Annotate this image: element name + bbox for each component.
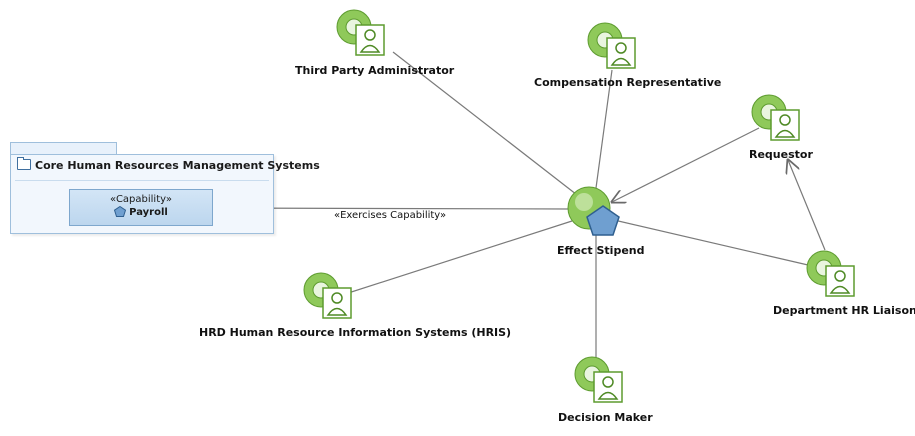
capability-stereotype: «Capability»	[110, 194, 172, 205]
connector-hris[interactable]	[341, 220, 573, 296]
process-capability-icon[interactable]	[567, 186, 623, 240]
connector-dept-hr-liaison[interactable]	[613, 219, 809, 266]
capability-name-row: Payroll	[70, 206, 212, 218]
capability-pentagon-icon	[114, 206, 127, 217]
role-hrd-hris[interactable]: HRD Human Resource Information Systems (…	[199, 326, 512, 339]
role-requestor[interactable]: Requestor	[749, 148, 813, 161]
connector-requestor[interactable]	[612, 127, 760, 202]
role-compensation-representative[interactable]: Compensation Representative	[534, 76, 722, 89]
package-divider	[15, 180, 269, 181]
role-icon[interactable]	[574, 356, 624, 404]
folder-icon	[17, 157, 31, 170]
package-core-hr-systems[interactable]: Core Human Resources Management Systems …	[10, 154, 320, 234]
role-icon[interactable]	[303, 272, 353, 320]
exercises-capability-label: «Exercises Capability»	[334, 210, 447, 221]
role-icon[interactable]	[751, 94, 801, 142]
package-title: Core Human Resources Management Systems	[17, 157, 320, 172]
role-icon[interactable]	[587, 22, 637, 70]
capability-payroll[interactable]: «Capability» Payroll	[69, 189, 213, 226]
package-tab	[10, 142, 117, 155]
capability-name: Payroll	[129, 207, 168, 218]
connector-third-party-admin[interactable]	[392, 51, 591, 206]
connector-compensation-rep[interactable]	[595, 69, 613, 189]
role-icon[interactable]	[336, 9, 386, 57]
connector-liaison-to-requestor[interactable]	[788, 160, 826, 251]
role-department-hr-liaison[interactable]: Department HR Liaison	[773, 304, 915, 317]
role-decision-maker[interactable]: Decision Maker	[558, 411, 653, 424]
role-icon[interactable]	[806, 250, 856, 298]
process-effect-stipend[interactable]: Effect Stipend	[557, 244, 645, 257]
role-third-party-administrator[interactable]: Third Party Administrator	[295, 64, 455, 77]
